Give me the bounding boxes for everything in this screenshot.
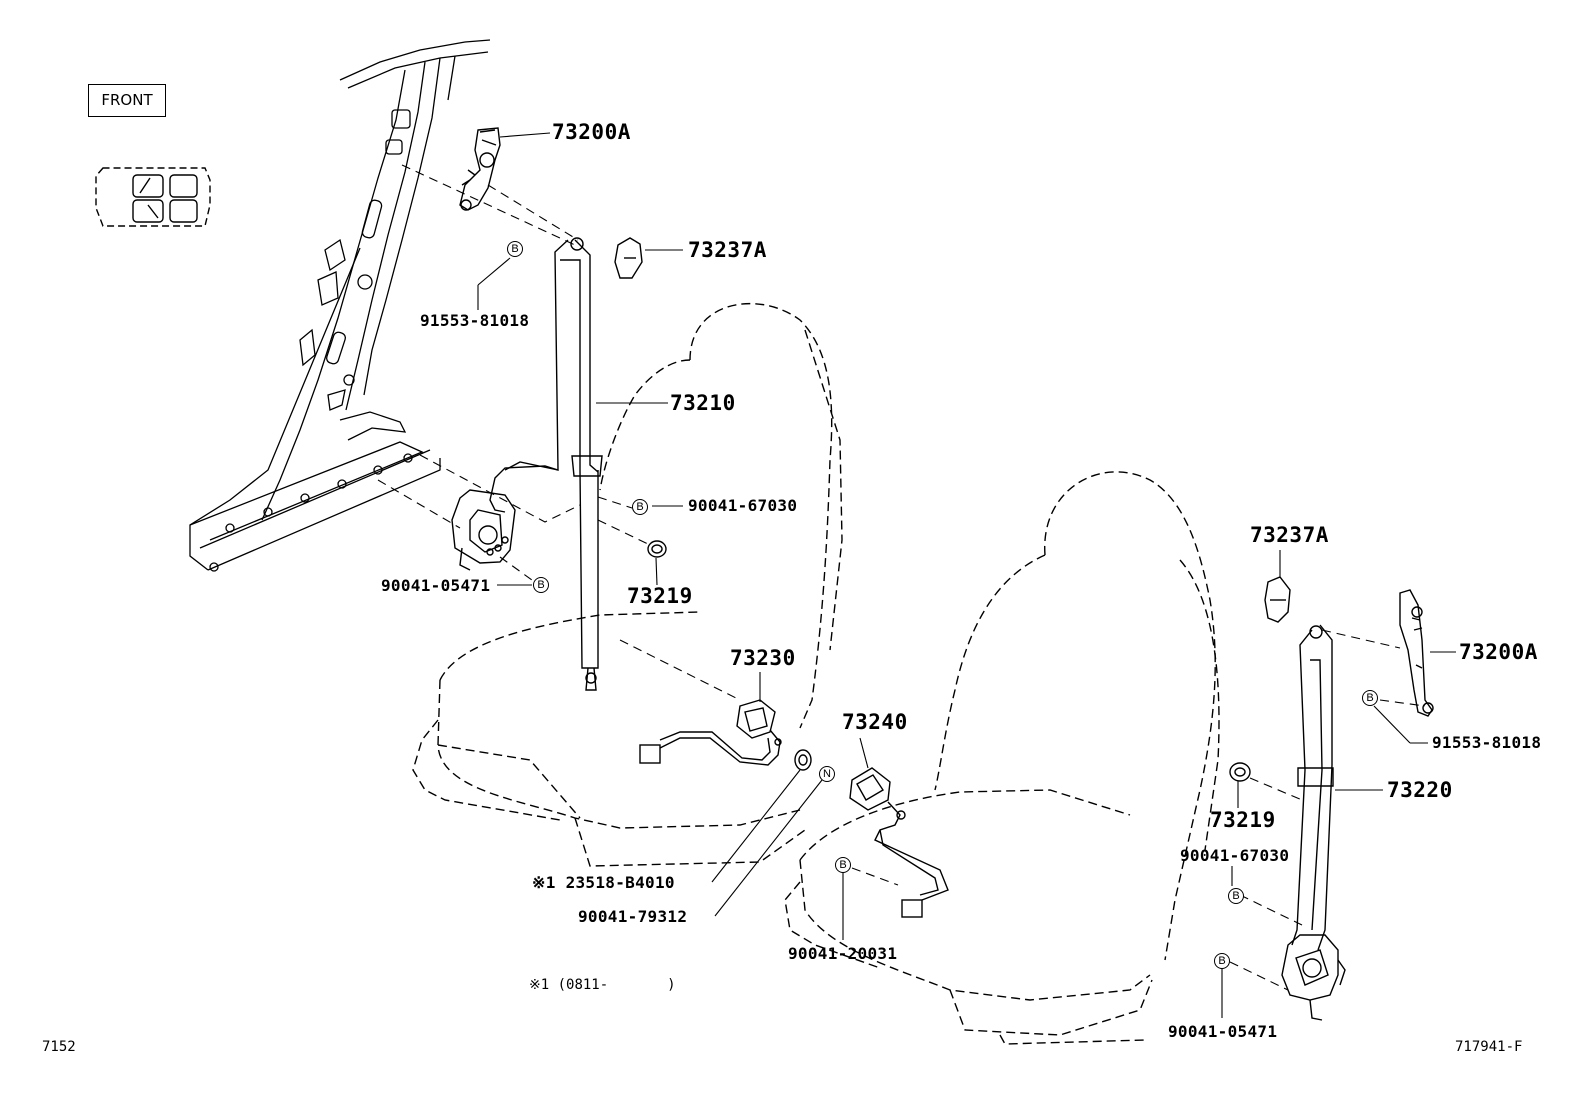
part-73210: 73210 <box>670 391 736 415</box>
part-90041-05471-left: 90041-05471 <box>381 576 491 595</box>
left-retractor <box>451 489 516 571</box>
right-seat <box>784 471 1220 1045</box>
right-retractor <box>1281 934 1346 1021</box>
callout-b: B <box>533 577 549 593</box>
dashed-leaders <box>377 164 1426 991</box>
right-belt-webbing <box>1291 624 1334 951</box>
part-90041-79312: 90041-79312 <box>578 907 688 926</box>
solid-leaders <box>477 132 1456 1018</box>
callout-b: B <box>1362 690 1378 706</box>
left-cover-73237a <box>614 237 643 279</box>
callout-n: N <box>819 766 835 782</box>
left-belt-webbing <box>489 237 603 691</box>
callout-b: B <box>507 241 523 257</box>
page-code-left: 7152 <box>42 1039 76 1055</box>
part-73219-right: 73219 <box>1210 808 1276 832</box>
part-73200a-right: 73200A <box>1459 640 1538 664</box>
washer-23518 <box>794 749 812 771</box>
left-button-73219 <box>647 540 667 558</box>
buckle-73230 <box>639 699 782 766</box>
part-73230: 73230 <box>730 646 796 670</box>
seat-layout-icon <box>95 167 211 227</box>
part-91553-81018-left: 91553-81018 <box>420 311 530 330</box>
part-23518-b4010: ※1 23518-B4010 <box>532 873 675 892</box>
front-label: FRONT <box>88 84 166 117</box>
part-73220: 73220 <box>1387 778 1453 802</box>
callout-b: B <box>632 499 648 515</box>
buckle-73240 <box>849 767 949 918</box>
page-code-right: 717941-F <box>1455 1039 1523 1055</box>
left-seat <box>412 302 843 867</box>
part-90041-20031: 90041-20031 <box>788 944 898 963</box>
part-73237a-right: 73237A <box>1250 523 1329 547</box>
footnote: ※1 (0811- ) <box>529 977 676 993</box>
part-91553-81018-right: 91553-81018 <box>1432 733 1542 752</box>
part-90041-05471-right: 90041-05471 <box>1168 1022 1278 1041</box>
callout-b: B <box>1228 888 1244 904</box>
part-73240: 73240 <box>842 710 908 734</box>
part-90041-67030-left: 90041-67030 <box>688 496 798 515</box>
part-73219-left: 73219 <box>627 584 693 608</box>
right-upper-anchor <box>1399 589 1434 717</box>
part-90041-67030-right: 90041-67030 <box>1180 846 1290 865</box>
part-73237a-left: 73237A <box>688 238 767 262</box>
right-cover-73237a <box>1264 576 1291 623</box>
part-73200a-left: 73200A <box>552 120 631 144</box>
left-upper-anchor <box>459 127 501 211</box>
right-button-73219 <box>1229 762 1251 782</box>
callout-b: B <box>1214 953 1230 969</box>
b-pillar-body <box>189 39 491 572</box>
callout-b: B <box>835 857 851 873</box>
